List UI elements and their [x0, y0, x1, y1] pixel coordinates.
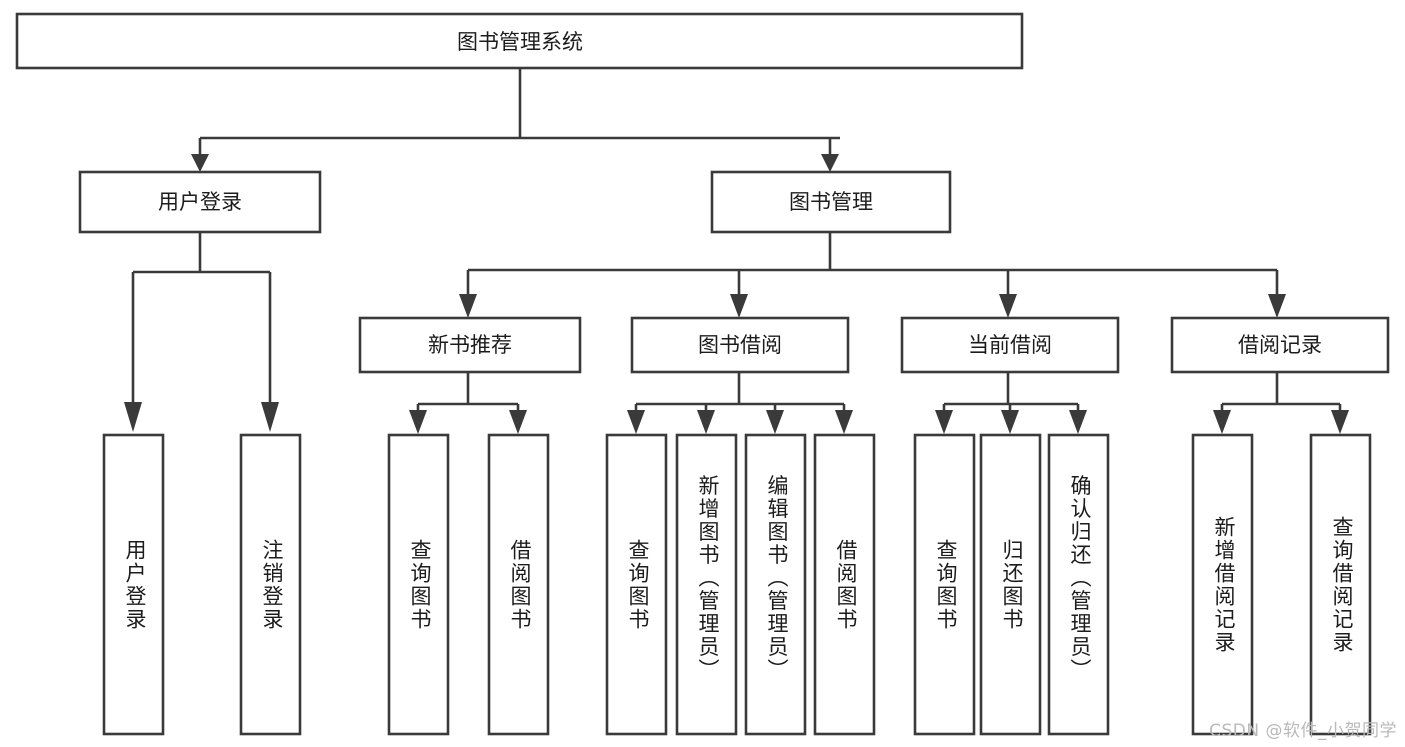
node-leaf-user-logout-box[interactable] [239, 433, 302, 736]
arrowhead-current-borrow [999, 294, 1017, 318]
arrowhead-leaf-add-record [1213, 410, 1231, 434]
node-user-login[interactable]: 用户登录 [78, 170, 322, 234]
node-book-borrow[interactable]: 图书借阅 [630, 316, 850, 374]
node-book-manage-label: 图书管理 [789, 190, 873, 214]
connector-layer [124, 68, 1349, 434]
arrowhead-leaf-borrow-book-2 [835, 410, 853, 434]
node-leaf-borrow-book-1-box[interactable] [487, 433, 550, 736]
node-leaf-borrow-book-1-label: 借阅图书 [508, 539, 532, 631]
node-leaf-query-record-label: 查询借阅记录 [1330, 516, 1354, 654]
node-leaf-add-record[interactable]: 新增借阅记录 [1191, 433, 1254, 736]
arrowhead-new-book-recommend [459, 294, 477, 318]
arrowhead-leaf-query-book-2 [627, 410, 645, 434]
node-leaf-borrow-book-2-label: 借阅图书 [834, 539, 858, 631]
node-book-borrow-label: 图书借阅 [698, 333, 782, 357]
watermark: CSDN @软件_小贺同学 [1209, 721, 1397, 741]
node-leaf-query-book-1-box[interactable] [387, 433, 450, 736]
arrowhead-leaf-query-book-3 [935, 410, 953, 434]
node-leaf-add-book-box[interactable] [675, 433, 738, 736]
arrowhead-borrow-record [1268, 294, 1286, 318]
node-leaf-return-book-box[interactable] [979, 433, 1042, 736]
arrowhead-leaf-edit-book [766, 410, 784, 434]
node-book-borrow-box[interactable] [630, 316, 850, 374]
node-leaf-query-book-3-label: 查询图书 [934, 539, 958, 631]
node-new-book-recommend-label: 新书推荐 [428, 333, 512, 357]
arrowhead-book-borrow [730, 294, 748, 318]
node-leaf-edit-book[interactable]: 编辑图书（管理员） [744, 433, 807, 736]
arrowhead-leaf-user-logout [261, 402, 279, 432]
node-borrow-record-label: 借阅记录 [1238, 333, 1322, 357]
node-leaf-borrow-book-1[interactable]: 借阅图书 [487, 433, 550, 736]
node-leaf-borrow-book-2[interactable]: 借阅图书 [813, 433, 876, 736]
node-new-book-recommend-box[interactable] [358, 316, 582, 374]
node-leaf-return-book[interactable]: 归还图书 [979, 433, 1042, 736]
arrowhead-leaf-query-book-1 [409, 410, 427, 434]
arrowhead-user-login [191, 154, 209, 172]
node-leaf-query-book-2-box[interactable] [605, 433, 668, 736]
node-leaf-confirm-return-box[interactable] [1047, 433, 1110, 736]
node-current-borrow-label: 当前借阅 [968, 333, 1052, 357]
node-leaf-user-login[interactable]: 用户登录 [102, 433, 165, 736]
node-user-login-label: 用户登录 [158, 190, 242, 214]
node-root-box[interactable] [15, 12, 1024, 70]
node-leaf-user-logout-label: 注销登录 [260, 539, 284, 631]
node-leaf-confirm-return[interactable]: 确认归还（管理员） [1047, 433, 1110, 736]
node-leaf-query-book-2[interactable]: 查询图书 [605, 433, 668, 736]
arrowhead-leaf-return-book [1001, 410, 1019, 434]
node-leaf-add-record-label: 新增借阅记录 [1212, 516, 1236, 654]
node-leaf-confirm-return-label: 确认归还（管理员） [1068, 475, 1092, 682]
arrowhead-leaf-confirm-return [1069, 410, 1087, 434]
node-leaf-query-record-box[interactable] [1309, 433, 1372, 736]
node-leaf-query-book-3[interactable]: 查询图书 [913, 433, 976, 736]
node-leaf-add-record-box[interactable] [1191, 433, 1254, 736]
node-new-book-recommend[interactable]: 新书推荐 [358, 316, 582, 374]
node-current-borrow-box[interactable] [900, 316, 1120, 374]
node-borrow-record-box[interactable] [1170, 316, 1390, 374]
arrowhead-book-manage [821, 154, 839, 172]
node-leaf-query-book-2-label: 查询图书 [626, 539, 650, 631]
node-leaf-query-book-1-label: 查询图书 [408, 539, 432, 631]
node-book-manage[interactable]: 图书管理 [710, 170, 952, 234]
node-user-login-box[interactable] [78, 170, 322, 234]
node-borrow-record[interactable]: 借阅记录 [1170, 316, 1390, 374]
node-leaf-edit-book-label: 编辑图书（管理员） [765, 475, 789, 682]
node-book-manage-box[interactable] [710, 170, 952, 234]
arrowhead-leaf-borrow-book-1 [509, 410, 527, 434]
node-leaf-query-book-3-box[interactable] [913, 433, 976, 736]
node-leaf-user-login-label: 用户登录 [123, 539, 147, 631]
arrowhead-leaf-user-login [124, 402, 142, 432]
node-leaf-return-book-label: 归还图书 [1000, 539, 1024, 631]
node-root[interactable]: 图书管理系统 [15, 12, 1024, 70]
node-leaf-user-logout[interactable]: 注销登录 [239, 433, 302, 736]
node-leaf-user-login-box[interactable] [102, 433, 165, 736]
node-leaf-edit-book-box[interactable] [744, 433, 807, 736]
node-leaf-query-book-1[interactable]: 查询图书 [387, 433, 450, 736]
node-root-label: 图书管理系统 [457, 30, 583, 54]
node-current-borrow[interactable]: 当前借阅 [900, 316, 1120, 374]
node-leaf-query-record[interactable]: 查询借阅记录 [1309, 433, 1372, 736]
node-leaf-add-book[interactable]: 新增图书（管理员） [675, 433, 738, 736]
node-leaf-borrow-book-2-box[interactable] [813, 433, 876, 736]
arrowhead-leaf-query-record [1331, 410, 1349, 434]
node-leaf-add-book-label: 新增图书（管理员） [696, 475, 720, 682]
arrowhead-leaf-add-book [697, 410, 715, 434]
